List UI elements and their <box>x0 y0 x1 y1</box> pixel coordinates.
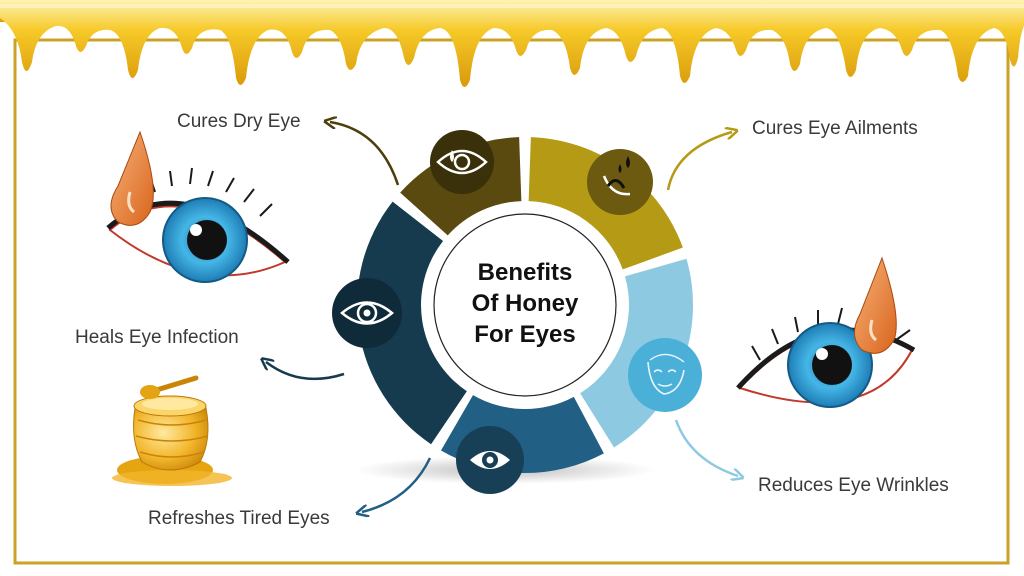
center-ring-outline <box>433 213 617 397</box>
arrow-heals-eye-infection <box>266 362 345 381</box>
icon-refreshes-tired-eyes <box>456 426 524 494</box>
label-cures-eye-ailments: Cures Eye Ailments <box>752 118 918 139</box>
honey-jar-illustration <box>112 375 232 486</box>
center-title-line1: Benefits <box>477 259 573 286</box>
center-title: Benefits Of Honey For Eyes <box>440 257 610 350</box>
frame-border <box>13 38 1010 565</box>
icon-cures-eye-ailments <box>587 149 653 215</box>
arrow-cures-eye-ailments <box>666 132 732 191</box>
center-title-line3: For Eyes <box>474 321 576 348</box>
eye-drop-icon <box>602 175 631 196</box>
icon-cured-dry-eye <box>430 130 494 194</box>
face-wrinkles-icon <box>647 361 685 395</box>
label-reduces-eye-wrinkles: Reduces Eye Wrinkles <box>758 475 949 496</box>
icon-heals-eye-infection <box>332 278 402 348</box>
arrow-refreshes-tired-eyes <box>362 457 432 512</box>
eye-scan-icon <box>340 301 394 325</box>
honey-drip-banner <box>0 0 1024 87</box>
icon-reduces-eye-wrinkles <box>628 338 702 412</box>
segment-heals-eye-infection <box>357 201 467 445</box>
center-title-line2: Of Honey <box>471 290 579 317</box>
label-heals-eye-infection: Heals Eye Infection <box>75 327 239 348</box>
honey-drop-right <box>854 256 897 354</box>
center-disc <box>429 209 621 401</box>
eye-illustration-left <box>106 130 290 283</box>
honey-drop-left <box>110 130 154 226</box>
eye-illustration-right <box>736 256 916 408</box>
label-cures-dry-eye: Cures Dry Eye <box>177 111 301 132</box>
arrow-reduces-eye-wrinkles <box>674 419 738 476</box>
label-refreshes-tired-eyes: Refreshes Tired Eyes <box>148 508 330 529</box>
arrow-cures-dry-eye <box>330 122 400 186</box>
